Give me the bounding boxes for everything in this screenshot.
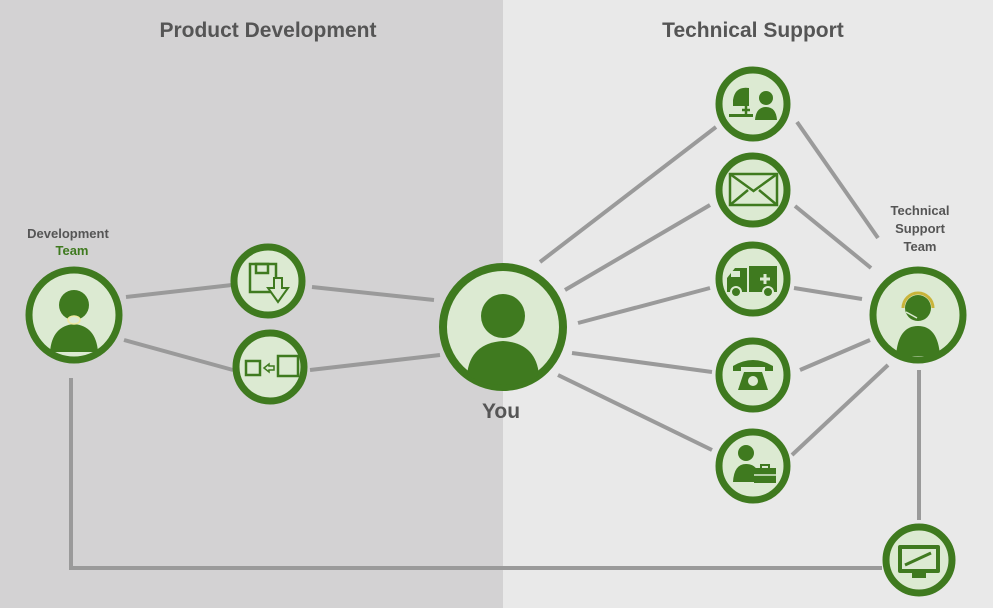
- connector: [790, 363, 890, 457]
- connector: [577, 286, 711, 325]
- emergency-support-node[interactable]: [715, 241, 791, 317]
- connector: [563, 203, 712, 292]
- developer-person-icon: [50, 290, 98, 352]
- person-briefcase-icon: [733, 445, 776, 483]
- connector: [123, 338, 234, 372]
- development-team-node[interactable]: [25, 266, 123, 364]
- connector: [571, 351, 713, 374]
- save-download-node[interactable]: [230, 243, 306, 319]
- connector: [69, 378, 882, 570]
- technical-support-team-label-3: Team: [904, 239, 937, 254]
- technical-support-team-label-1: Technical: [890, 203, 949, 218]
- connector: [538, 125, 718, 264]
- you-node[interactable]: [439, 263, 567, 391]
- file-transfer-node[interactable]: [232, 329, 308, 405]
- monitor-wrench-icon: [898, 545, 940, 578]
- remote-desktop-person-icon: [729, 87, 777, 120]
- connector: [311, 285, 435, 302]
- technical-support-team-label-2: Support: [895, 221, 945, 236]
- connector: [795, 120, 880, 240]
- headset-agent-icon: [896, 291, 940, 356]
- onsite-support-node[interactable]: [715, 428, 791, 504]
- envelope-icon: [728, 172, 779, 207]
- user-icon: [467, 294, 539, 385]
- connector: [125, 283, 233, 299]
- floppy-download-icon: [248, 262, 290, 304]
- connector: [557, 373, 713, 452]
- file-transfer-icon: [244, 354, 300, 378]
- remote-support-node[interactable]: [715, 66, 791, 142]
- connector: [799, 338, 871, 372]
- telephone-icon: [733, 360, 773, 390]
- connector: [309, 353, 441, 372]
- connector: [793, 286, 863, 301]
- connector: [793, 204, 873, 270]
- remote-maintenance-node[interactable]: [882, 523, 956, 597]
- you-label: You: [482, 400, 520, 423]
- connectors: [69, 120, 921, 570]
- phone-support-node[interactable]: [715, 337, 791, 413]
- technical-support-title: Technical Support: [662, 19, 844, 42]
- development-team-label-team: Team: [56, 243, 89, 258]
- email-node[interactable]: [715, 152, 791, 228]
- technical-support-team-node[interactable]: [869, 266, 967, 364]
- ambulance-icon: [727, 266, 777, 298]
- product-development-title: Product Development: [159, 19, 376, 42]
- development-team-label: Development: [27, 226, 109, 241]
